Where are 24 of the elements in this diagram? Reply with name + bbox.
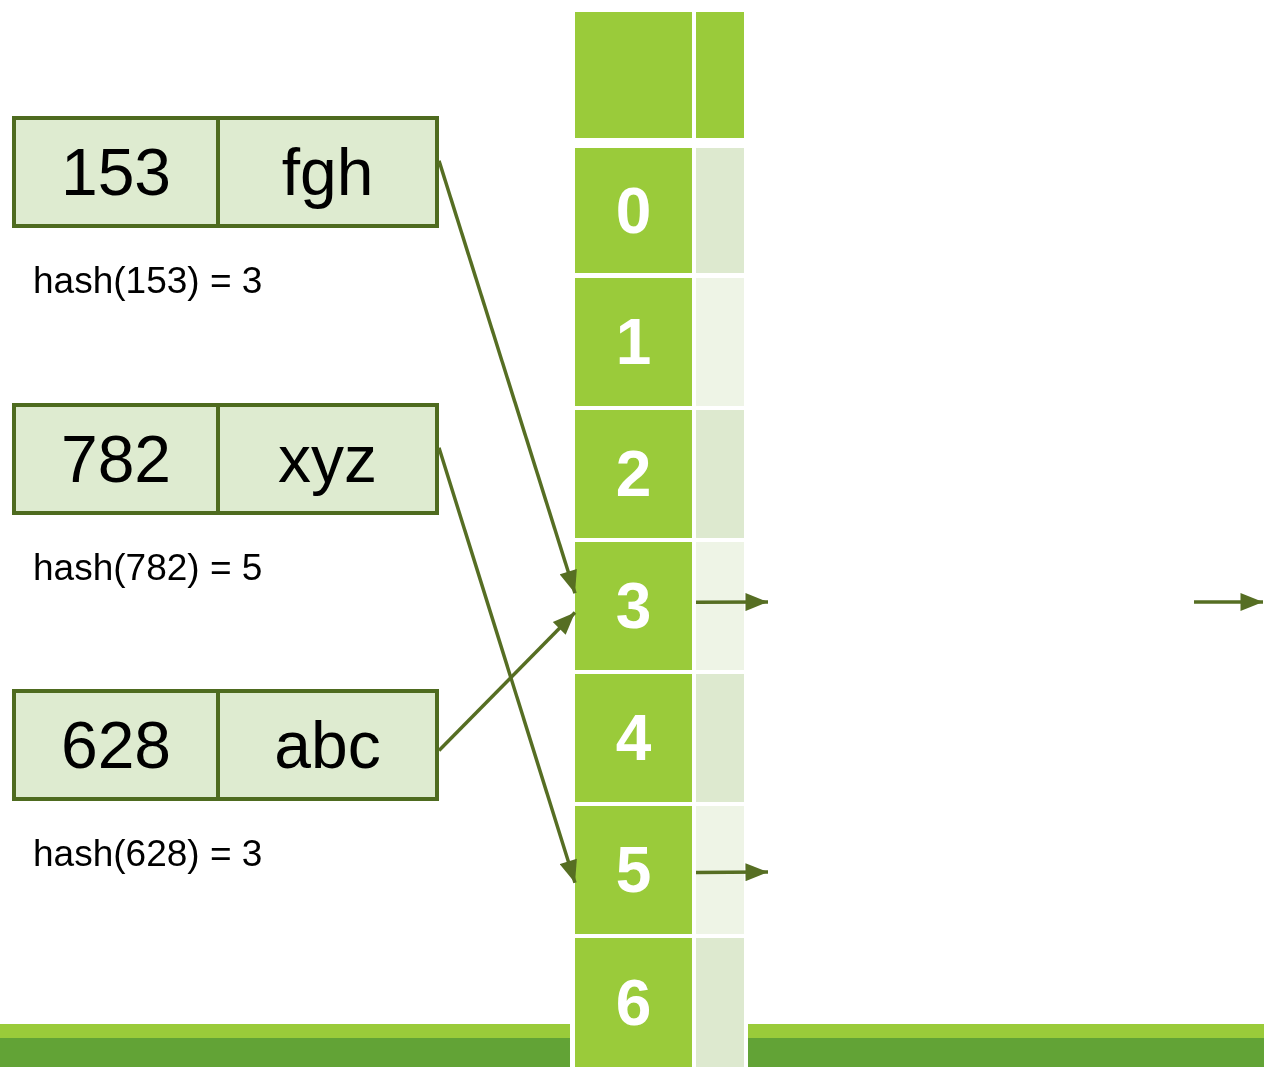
- hash-formula: hash(628) = 3: [33, 835, 263, 872]
- bucket-index: 0: [575, 148, 692, 273]
- bucket-slot: [696, 674, 744, 802]
- bucket-slot: [696, 410, 744, 538]
- table-header-cell: [696, 12, 744, 138]
- hash-formula: hash(782) = 5: [33, 549, 263, 586]
- bucket-index: 4: [575, 674, 692, 802]
- bucket-index: 2: [575, 410, 692, 538]
- bucket-slot: [696, 278, 744, 406]
- arrow: [696, 863, 768, 882]
- arrow: [437, 447, 577, 884]
- bucket-index: 6: [575, 938, 692, 1067]
- bucket-slot: [696, 806, 744, 934]
- arrow: [437, 611, 577, 752]
- table-header-cell: [575, 12, 692, 138]
- arrow: [437, 160, 577, 594]
- bucket-slot: [696, 148, 744, 273]
- bucket-index: 1: [575, 278, 692, 406]
- bucket-slot: [696, 542, 744, 670]
- bucket-index: 3: [575, 542, 692, 670]
- hash-formula: hash(153) = 3: [33, 262, 263, 299]
- arrow: [696, 593, 768, 612]
- bucket-index: 5: [575, 806, 692, 934]
- bucket-slot: [696, 938, 744, 1067]
